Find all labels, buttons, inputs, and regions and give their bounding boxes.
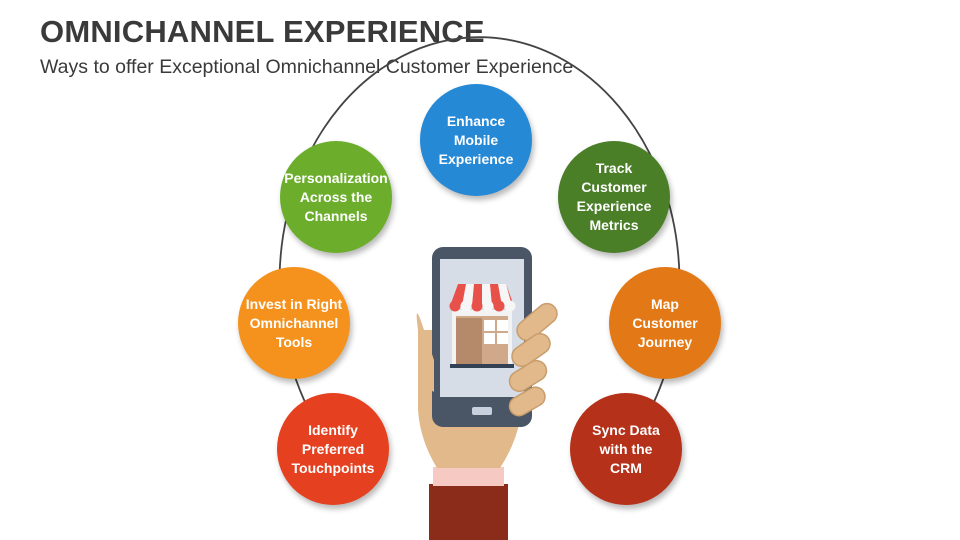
node-label: Track Customer Experience Metrics xyxy=(576,160,652,233)
node-identify-preferred-touchpoints: Identify Preferred Touchpoints xyxy=(277,393,389,505)
phone-home-button xyxy=(472,407,492,415)
node-label: Identify Preferred Touchpoints xyxy=(291,421,375,476)
page-subtitle: Ways to offer Exceptional Omnichannel Cu… xyxy=(40,56,574,78)
hand-holding-smartphone-icon xyxy=(416,247,558,540)
sleeve-shape xyxy=(429,484,508,540)
node-label: Invest in Right Omnichannel Tools xyxy=(245,295,343,350)
page-title: OMNICHANNEL EXPERIENCE xyxy=(40,14,485,49)
cuff-shape xyxy=(433,467,504,486)
node-enhance-mobile-experience: Enhance Mobile Experience xyxy=(420,84,532,196)
node-label: Sync Data with the CRM xyxy=(592,421,660,476)
thumb-shape xyxy=(416,313,434,392)
node-personalization-across-channels: Personalization Across the Channels xyxy=(280,141,392,253)
node-label: Personalization Across the Channels xyxy=(284,169,388,224)
node-sync-data-with-crm: Sync Data with the CRM xyxy=(570,393,682,505)
fingers-shape xyxy=(508,302,558,417)
node-map-customer-journey: Map Customer Journey xyxy=(609,267,721,379)
node-invest-in-right-tools: Invest in Right Omnichannel Tools xyxy=(238,267,350,379)
node-label: Map Customer Journey xyxy=(632,295,698,350)
node-label: Enhance Mobile Experience xyxy=(438,112,514,167)
storefront-icon xyxy=(449,284,516,368)
node-track-customer-experience-metrics: Track Customer Experience Metrics xyxy=(558,141,670,253)
